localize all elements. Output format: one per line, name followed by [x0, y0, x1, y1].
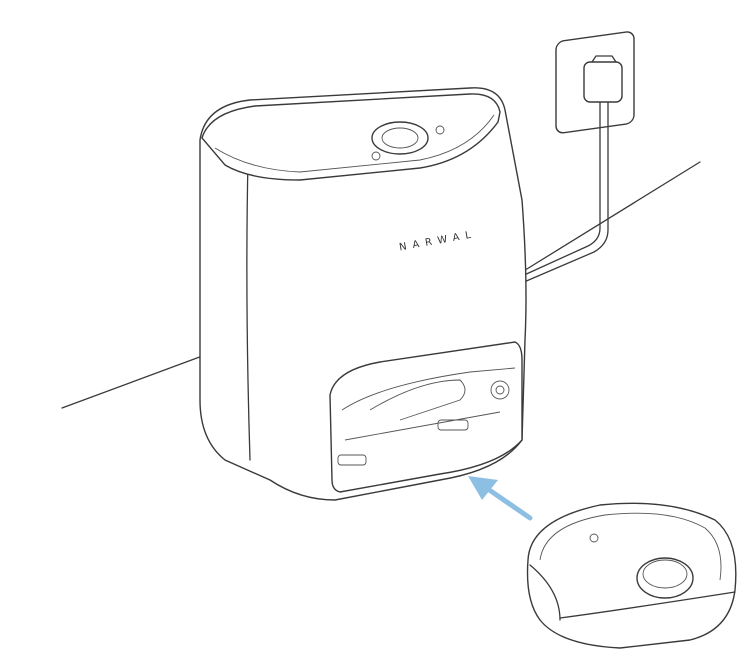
- docking-station: NARWAL: [199, 87, 527, 501]
- power-plug-icon: [521, 55, 623, 283]
- robot-vacuum: [526, 502, 737, 649]
- direction-arrow-icon: [468, 476, 533, 521]
- wall-baseline: [61, 161, 701, 409]
